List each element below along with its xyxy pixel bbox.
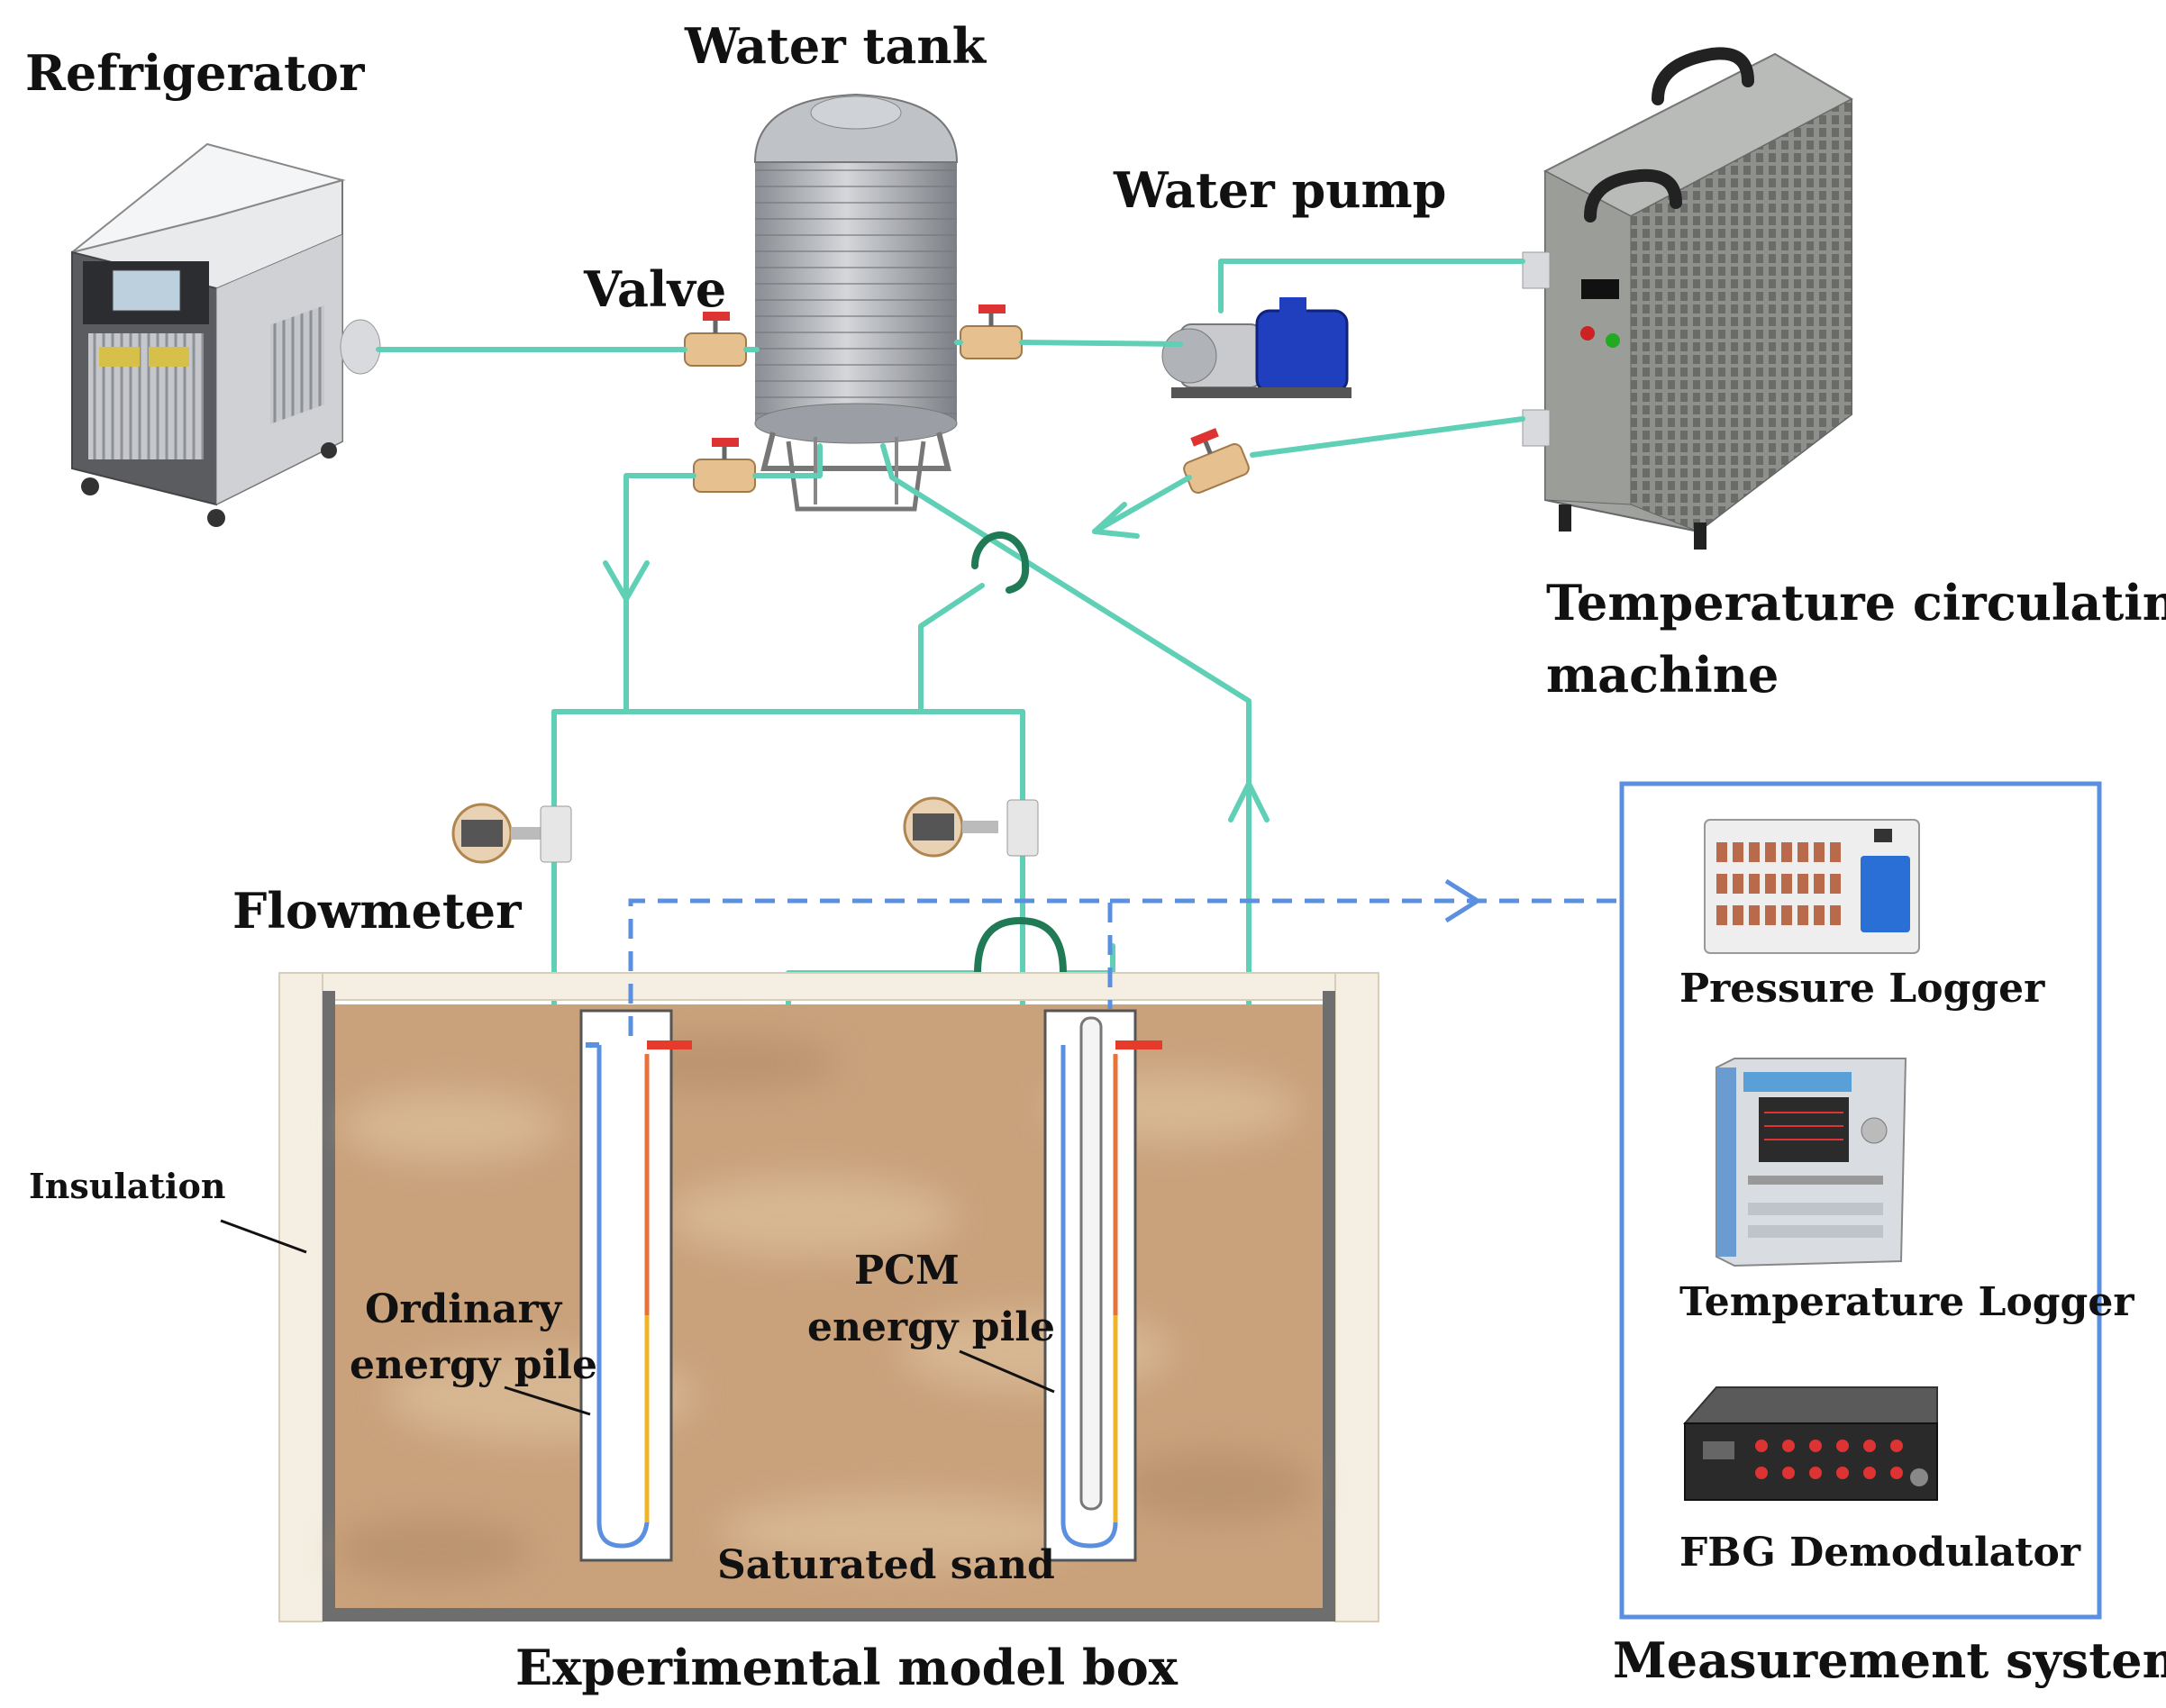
pipe-crossover-bottom	[974, 916, 1067, 977]
valve-pump-line	[960, 304, 1023, 359]
insulation-label: Insulation	[29, 1166, 225, 1206]
ordinary-pile-leader	[504, 1385, 591, 1416]
ordinary-pile-label-line1: Ordinary	[365, 1286, 563, 1332]
measurement-system-frame	[1619, 781, 2102, 1620]
pcm-pile-label-line1: PCM	[854, 1248, 960, 1294]
valve-refrigerator-line	[684, 312, 747, 367]
fbg-demodulator	[1682, 1386, 1938, 1501]
refrigerator-label: Refrigerator	[25, 44, 365, 102]
ordinary-pile-label-line2: energy pile	[350, 1342, 597, 1388]
pcm-energy-pile	[1043, 1009, 1162, 1562]
water-tank-label: Water tank	[684, 17, 987, 75]
water-pump	[1161, 297, 1351, 398]
temp-machine-label-line2: machine	[1546, 646, 1779, 704]
flowmeter-label: Flowmeter	[232, 882, 522, 940]
saturated-sand-label: Saturated sand	[717, 1542, 1055, 1588]
flowmeter-right	[903, 796, 1039, 858]
valve-return-line	[1183, 428, 1250, 495]
water-pump-label: Water pump	[1113, 161, 1446, 219]
valve-label: Valve	[583, 260, 726, 318]
valve-tank-outlet	[693, 438, 756, 493]
refrigerator	[71, 142, 381, 527]
temperature-circulating-machine	[1522, 47, 1854, 550]
pressure-logger	[1704, 819, 1920, 954]
water-tank	[753, 93, 959, 512]
pressure-logger-label: Pressure Logger	[1679, 966, 2045, 1012]
flowmeter-left	[451, 803, 572, 864]
temperature-logger-label: Temperature Logger	[1679, 1279, 2134, 1325]
experimental-model-box	[278, 972, 1379, 1622]
pcm-pile-label-line2: energy pile	[807, 1304, 1055, 1350]
fbg-demodulator-label: FBG Demodulator	[1679, 1530, 2081, 1576]
experimental-box-label: Experimental model box	[515, 1639, 1179, 1696]
pcm-pile-leader	[959, 1349, 1055, 1394]
insulation-leader	[220, 1219, 307, 1254]
temp-machine-label-line1: Temperature circulating	[1546, 574, 2166, 631]
signal-line	[628, 878, 1622, 1036]
temperature-logger	[1716, 1058, 1907, 1267]
measurement-system-label: Measurement system	[1613, 1631, 2166, 1689]
ordinary-energy-pile	[579, 1009, 692, 1562]
pipe-crossover-top	[971, 531, 1030, 594]
